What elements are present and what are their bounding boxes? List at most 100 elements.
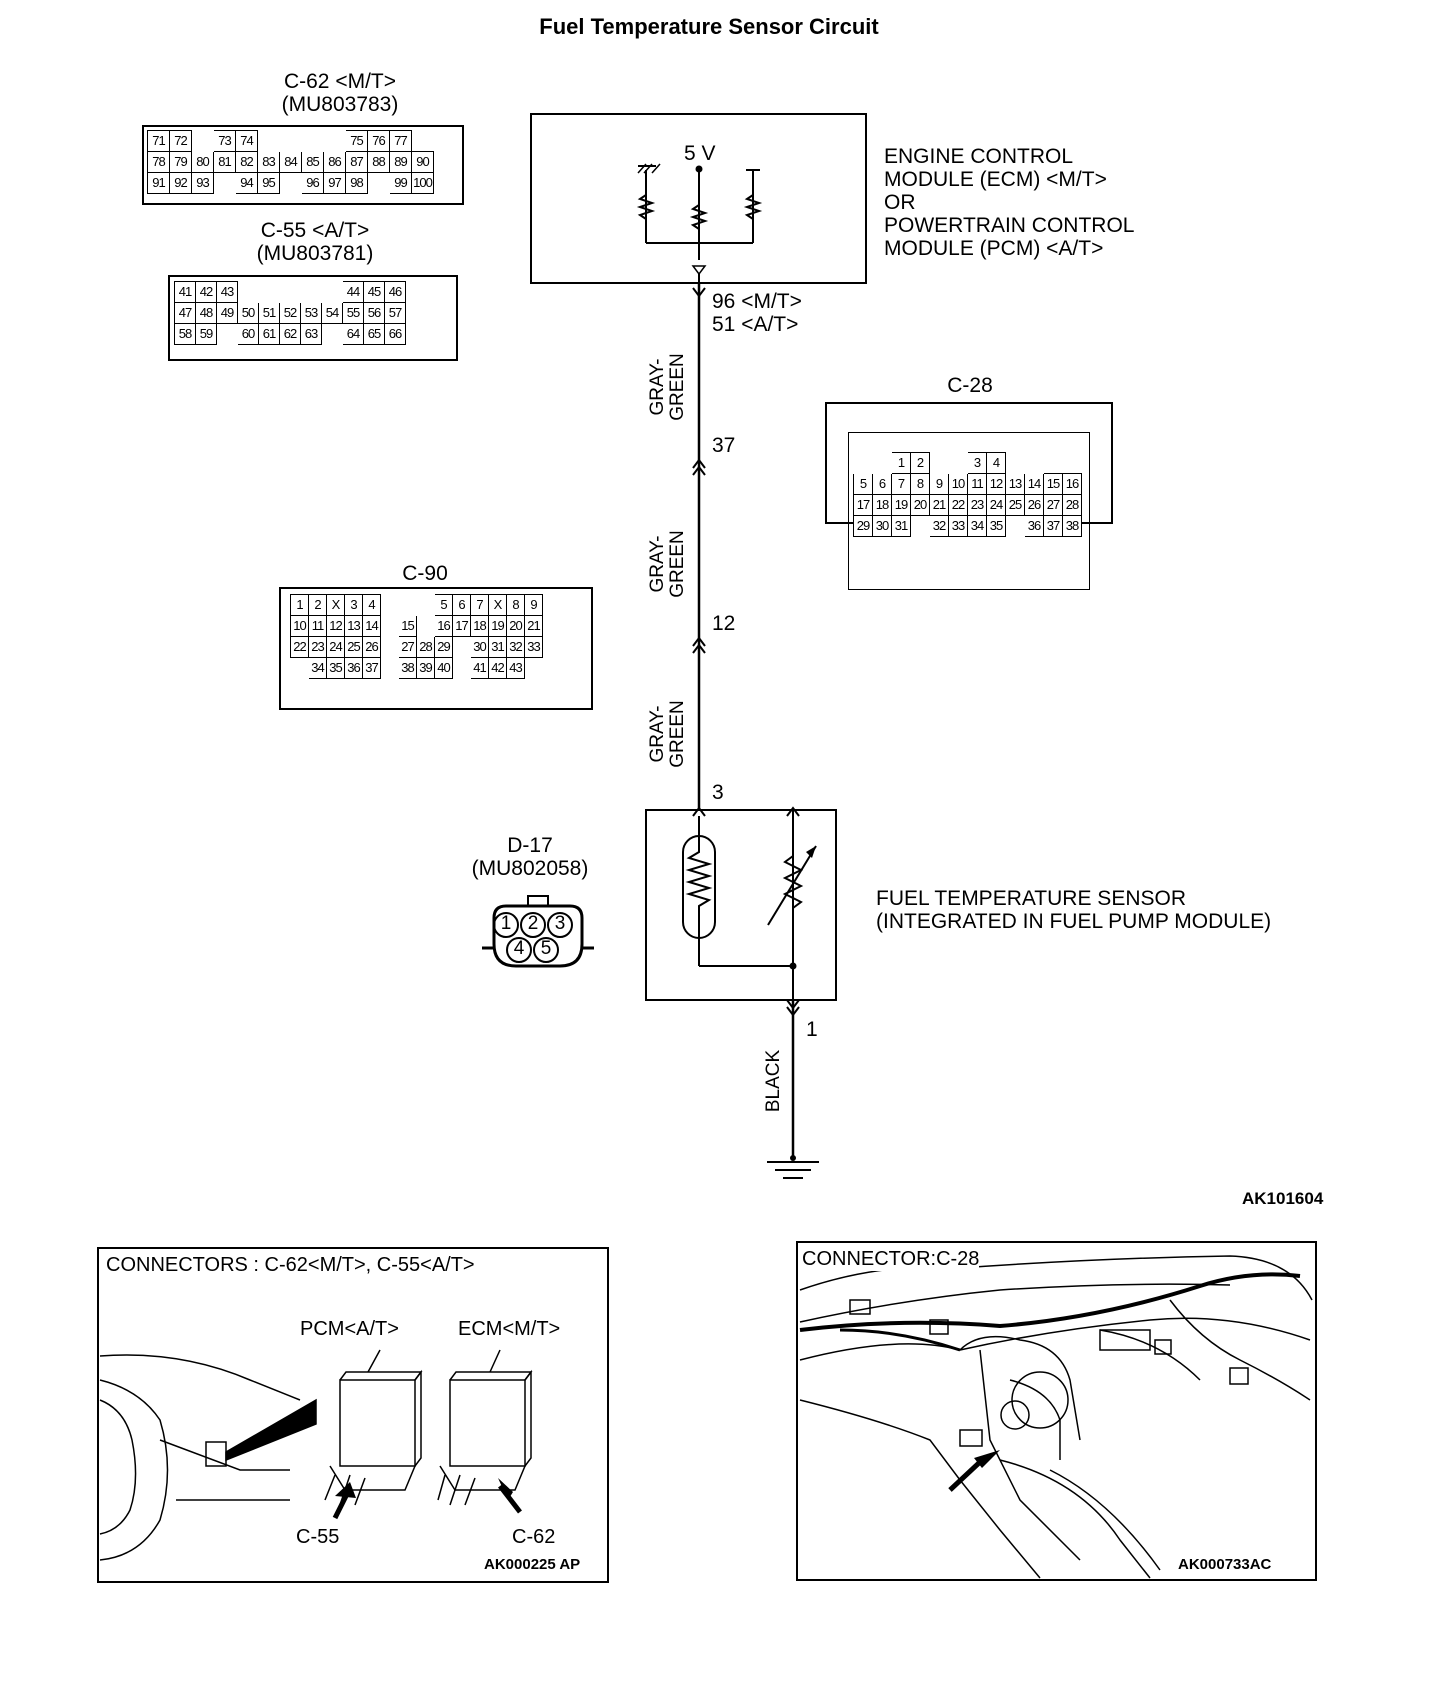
ground-wire-color-label: BLACK (763, 1049, 784, 1113)
c28-label: C-28 (947, 374, 993, 397)
c55-pin-cell: 41 (174, 281, 196, 303)
c55-pin-cell: 59 (195, 323, 217, 345)
c90-pin-cell: 43 (506, 657, 525, 679)
sensor-label-line-2: (INTEGRATED IN FUEL PUMP MODULE) (876, 910, 1272, 933)
c55-part-number: (MU803781) (256, 242, 374, 265)
c28-pin-cell: 32 (929, 515, 949, 537)
c62-pin-cell: 100 (411, 172, 434, 194)
c90-pin-cell: 33 (524, 636, 543, 658)
c62-label: C-62 <M/T> (283, 70, 397, 93)
page-title: Fuel Temperature Sensor Circuit (539, 14, 879, 39)
ecm-label: ECM<M/T> (458, 1318, 561, 1340)
c55-pin-cell: 52 (279, 302, 301, 324)
c28-pin-cell: 25 (1005, 494, 1025, 516)
c55-connector-housing (168, 275, 458, 361)
ecm-line-2: MODULE (ECM) <M/T> (884, 168, 1107, 191)
c62-pin-cell: 76 (367, 130, 390, 152)
c28-pin-cell: 34 (967, 515, 987, 537)
d17-label: D-17 (507, 834, 553, 857)
c62-pin-cell: 77 (389, 130, 412, 152)
d17-pin-2: 2 (527, 913, 539, 934)
d17-pin-1: 1 (500, 913, 512, 934)
d17-connector-outline (492, 904, 584, 968)
c62-part-number: (MU803783) (281, 93, 399, 116)
c28-pin-cell: 37 (1043, 515, 1063, 537)
c90-pin-cell: 29 (434, 636, 453, 658)
c28-pin-cell: 12 (986, 473, 1006, 495)
c28-pin-cell: 31 (891, 515, 911, 537)
sensor-label-line-1: FUEL TEMPERATURE SENSOR (876, 887, 1186, 910)
c28-location-panel (796, 1241, 1317, 1581)
c55-pin-cell: 50 (237, 302, 259, 324)
d17-pins (493, 912, 573, 963)
c90-label: C-90 (402, 562, 448, 585)
ecm-line-5: MODULE (PCM) <A/T> (884, 237, 1104, 260)
c90-pin-cell: 9 (524, 594, 543, 616)
c62-pin-cell: 81 (213, 151, 236, 173)
c55-pin-cell: 60 (237, 323, 259, 345)
c62-connector-housing (142, 125, 464, 205)
c55-pin-cell: 49 (216, 302, 238, 324)
fuel-temperature-sensor-box (645, 809, 837, 1001)
c62-pin-cell: 92 (169, 172, 192, 194)
c90-pin-cell: 34 (308, 657, 327, 679)
c28-pin-cell: 27 (1043, 494, 1063, 516)
c28-pin-cell: 2 (910, 452, 930, 474)
c90-pin-cell: 40 (434, 657, 453, 679)
c62-pin-cell: 86 (323, 151, 346, 173)
c55-label: C-55 <A/T> (260, 219, 370, 242)
d17-part-number: (MU802058) (471, 857, 589, 880)
c90-pin-cell: 26 (362, 636, 381, 658)
c28-connector-body (848, 432, 1090, 590)
panel-right-code: AK000733AC (1178, 1556, 1272, 1573)
c55-pin-cell: 66 (384, 323, 406, 345)
d17-pin-3-label: 3 (712, 781, 724, 804)
c28-pin-37: 37 (712, 434, 736, 457)
c90-pin-cell: 37 (362, 657, 381, 679)
c90-connector-housing (279, 587, 593, 710)
ecm-line-3: OR (884, 191, 916, 214)
c28-pin-cell: 33 (948, 515, 968, 537)
ecm-line-1: ENGINE CONTROL (884, 145, 1074, 168)
c55-arrow-label: C-55 (296, 1526, 340, 1548)
c90-pin-cell: 32 (506, 636, 525, 658)
c62-pin-cell: 98 (345, 172, 368, 194)
c62-pin-cell: 74 (235, 130, 258, 152)
panel-left-caption: CONNECTORS : C-62<M/T>, C-55<A/T> (106, 1254, 475, 1276)
pcm-label: PCM<A/T> (300, 1318, 399, 1340)
ecm-line-4: POWERTRAIN CONTROL (884, 214, 1135, 237)
c90-pin-cell: 22 (290, 636, 309, 658)
c28-pin-cell: 28 (1062, 494, 1082, 516)
thermistor-symbol (685, 838, 713, 936)
c62-pin-cell: 93 (191, 172, 214, 194)
c55-pin-cell: 54 (321, 302, 343, 324)
figure-code: AK101604 (1242, 1189, 1324, 1208)
c62-arrow-label: C-62 (512, 1526, 556, 1548)
c55-pin-cell: 57 (384, 302, 406, 324)
instrument-panel-illustration (799, 1255, 1313, 1579)
c55-pin-cell: 47 (174, 302, 196, 324)
ecm-voltage-label: 5 V (684, 142, 716, 165)
c62-pin-cell: 83 (257, 151, 280, 173)
c62-pin-cell: 95 (257, 172, 280, 194)
d17-pin-5: 5 (540, 938, 552, 959)
c62-pin-cell: 79 (169, 151, 192, 173)
d17-pin-1-label: 1 (806, 1018, 818, 1041)
c55-pin-cell: 56 (363, 302, 385, 324)
ecm-location-panel (97, 1247, 609, 1583)
c90-pin-cell: 30 (470, 636, 489, 658)
c62-pin-cell: 82 (235, 151, 258, 173)
c55-pin-cell: 58 (174, 323, 196, 345)
c55-pin-cell: 46 (384, 281, 406, 303)
c28-pin-cell: 38 (1062, 515, 1082, 537)
c90-pin-12: 12 (712, 612, 736, 635)
c28-pin-cell: 10 (948, 473, 968, 495)
ecm-pin-mt: 96 <M/T> (712, 290, 802, 313)
c28-pin-cell: 35 (986, 515, 1006, 537)
c28-pin-cell: 29 (853, 515, 873, 537)
